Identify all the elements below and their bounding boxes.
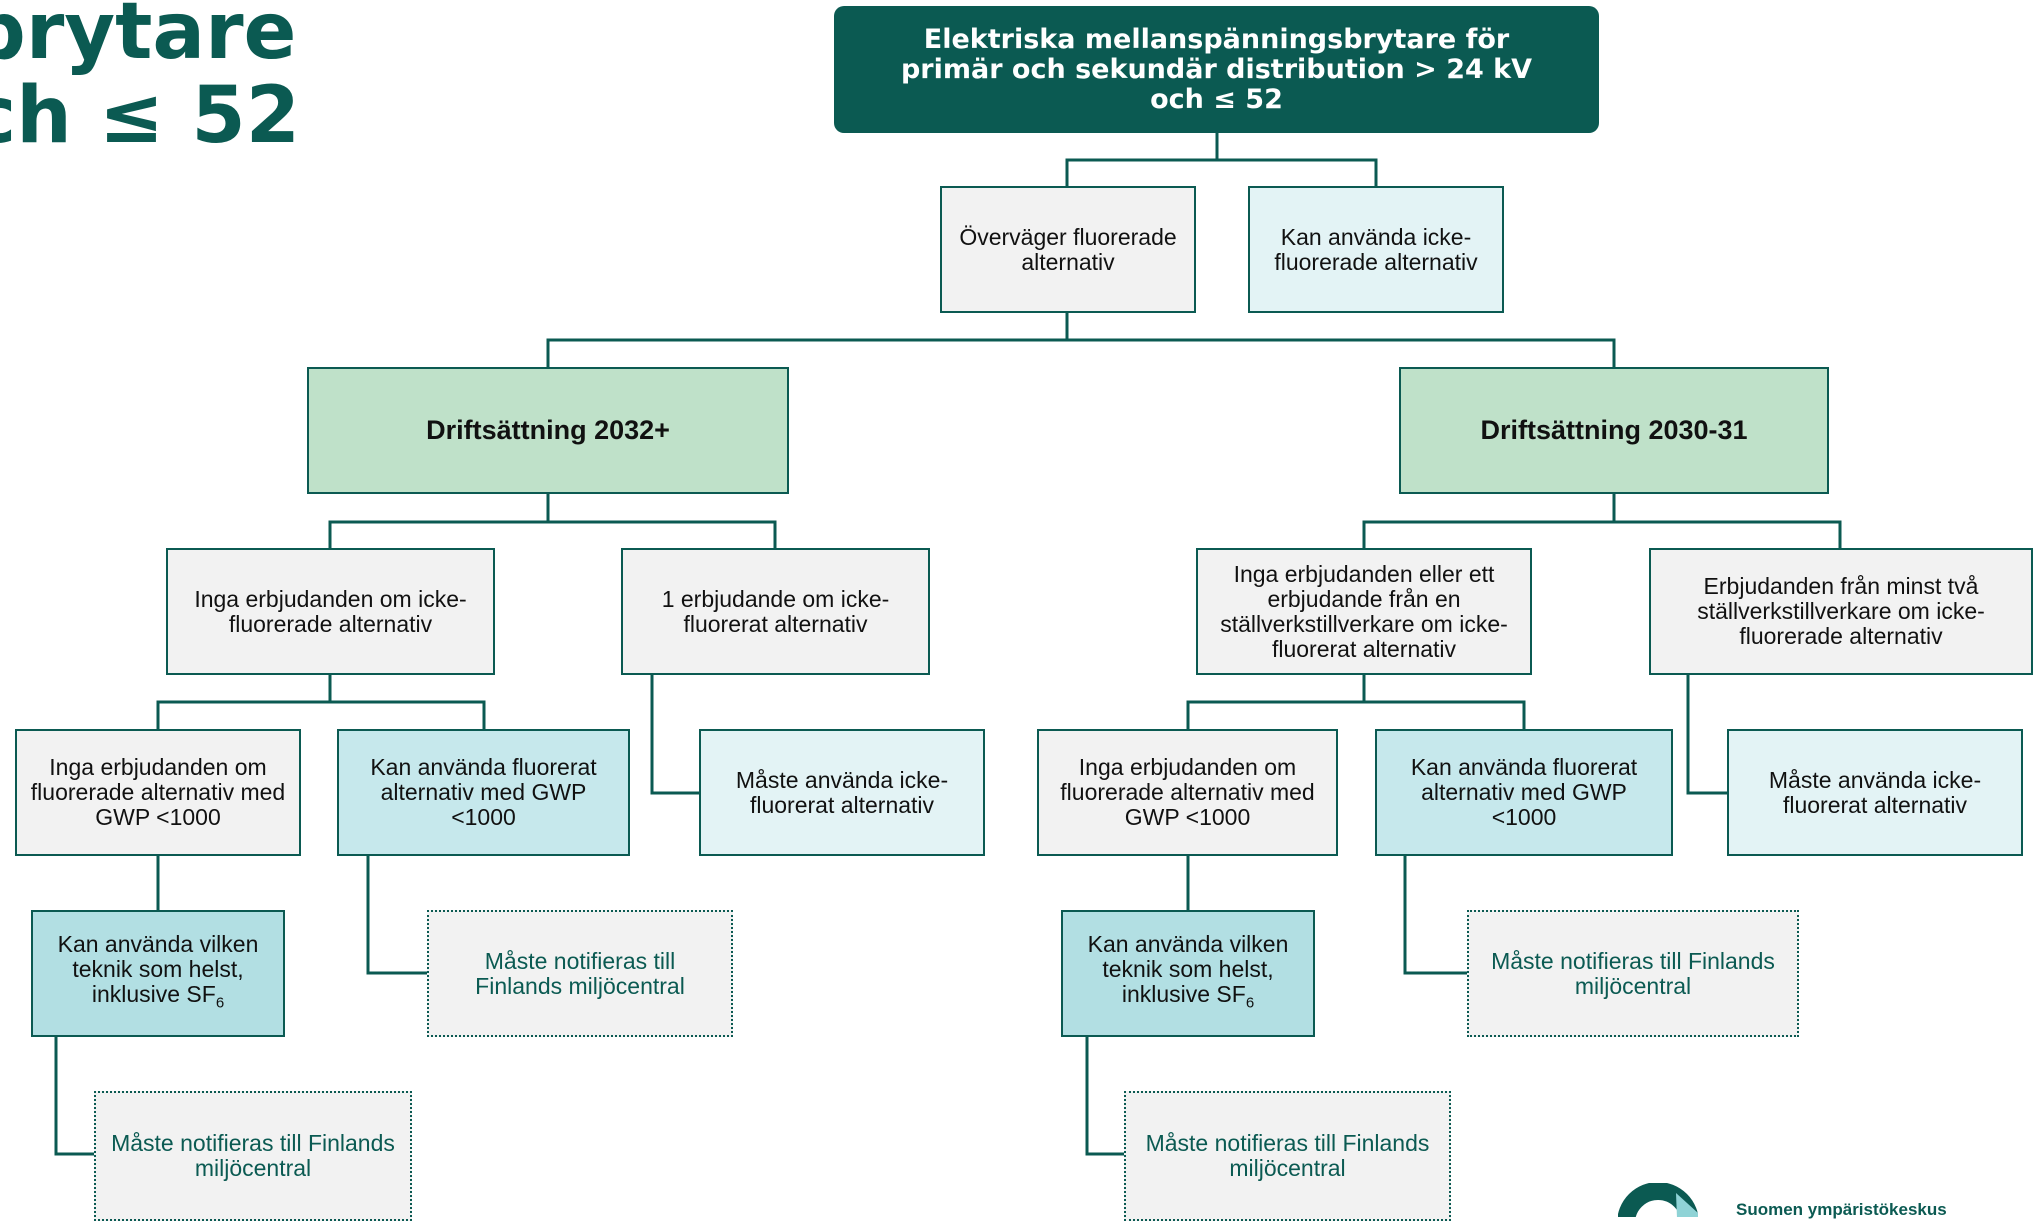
any-technology-node-left: Kan använda vilken teknik som helst, ink… bbox=[31, 910, 285, 1037]
notify-node-right-2: Måste notifieras till Finlands miljöcent… bbox=[1467, 910, 1799, 1037]
no-offers-node: Inga erbjudanden om icke-fluorerade alte… bbox=[166, 548, 495, 675]
no-gwp-offers-node-left: Inga erbjudanden om fluorerade alternati… bbox=[15, 729, 301, 856]
no-offers-label: Inga erbjudanden om icke-fluorerade alte… bbox=[194, 585, 467, 637]
no-or-one-offer-label: Inga erbjudanden eller ett erbjudande fr… bbox=[1220, 560, 1508, 662]
any-technology-text-left: Kan använda vilken teknik som helst, ink… bbox=[57, 930, 259, 1007]
notify-node-left-1: Måste notifieras till Finlands miljöcent… bbox=[94, 1091, 412, 1221]
no-gwp-offers-label-right: Inga erbjudanden om fluorerade alternati… bbox=[1060, 754, 1315, 830]
title-line-1: brytare bbox=[0, 0, 297, 77]
organization-logo-text: Suomen ympäristökeskus bbox=[1736, 1200, 1947, 1219]
commissioning-2030-label: Driftsättning 2030-31 bbox=[1480, 415, 1748, 445]
one-offer-node: 1 erbjudande om icke-fluorerat alternati… bbox=[621, 548, 930, 675]
two-offers-node: Erbjudanden från minst två ställverkstil… bbox=[1649, 548, 2033, 675]
notify-node-left-2: Måste notifieras till Finlands miljöcent… bbox=[427, 910, 733, 1037]
must-use-nonfluor-node-left: Måste använda icke-fluorerat alternativ bbox=[699, 729, 985, 856]
syke-logo-icon bbox=[1618, 1183, 1698, 1217]
root-label: Elektriska mellanspänningsbrytare för pr… bbox=[900, 23, 1533, 115]
two-offers-label: Erbjudanden från minst två ställverkstil… bbox=[1697, 573, 1985, 649]
commissioning-2032-label: Driftsättning 2032+ bbox=[426, 415, 670, 445]
any-technology-label-right: Kan använda vilken teknik som helst, ink… bbox=[1073, 930, 1303, 1016]
must-use-nonfluor-node-right: Måste använda icke-fluorerat alternativ bbox=[1727, 729, 2023, 856]
connector bbox=[1065, 132, 1378, 186]
can-use-gwp-label-left: Kan använda fluorerat alternativ med GWP… bbox=[370, 754, 597, 830]
notify-label-right-2: Måste notifieras till Finlands miljöcent… bbox=[1491, 947, 1775, 999]
connector bbox=[650, 675, 699, 795]
connector bbox=[54, 1037, 94, 1156]
connector bbox=[1362, 494, 1842, 548]
connector bbox=[366, 856, 427, 975]
connector bbox=[328, 494, 777, 548]
notify-label-left-1: Måste notifieras till Finlands miljöcent… bbox=[111, 1130, 395, 1181]
connector bbox=[1085, 1037, 1124, 1156]
root-node: Elektriska mellanspänningsbrytare för pr… bbox=[834, 6, 1599, 133]
any-technology-label-left: Kan använda vilken teknik som helst, ink… bbox=[43, 930, 273, 1016]
consider-fluorinated-node: Överväger fluorerade alternativ bbox=[940, 186, 1196, 313]
commissioning-2030-node: Driftsättning 2030-31 bbox=[1399, 367, 1829, 494]
connector bbox=[1403, 856, 1467, 975]
connector bbox=[546, 313, 1616, 367]
title-line-2: ch ≤ 52 bbox=[0, 71, 300, 161]
no-or-one-offer-node: Inga erbjudanden eller ett erbjudande fr… bbox=[1196, 548, 1532, 675]
slide-title-fragment: brytare ch ≤ 52 bbox=[0, 0, 300, 161]
commissioning-2032-node: Driftsättning 2032+ bbox=[307, 367, 789, 494]
must-use-nonfluor-label-left: Måste använda icke-fluorerat alternativ bbox=[735, 766, 949, 818]
sf6-subscript-left: 6 bbox=[215, 994, 225, 1012]
one-offer-label: 1 erbjudande om icke-fluorerat alternati… bbox=[661, 585, 890, 637]
any-technology-text-right: Kan använda vilken teknik som helst, ink… bbox=[1087, 930, 1289, 1007]
notify-node-right-1: Måste notifieras till Finlands miljöcent… bbox=[1124, 1091, 1451, 1221]
can-use-gwp-label-right: Kan använda fluorerat alternativ med GWP… bbox=[1410, 754, 1638, 830]
connector bbox=[1686, 675, 1727, 795]
use-nonfluorinated-label: Kan använda icke-fluorerade alternativ bbox=[1274, 223, 1478, 275]
any-technology-node-right: Kan använda vilken teknik som helst, ink… bbox=[1061, 910, 1315, 1037]
notify-label-left-2: Måste notifieras till Finlands miljöcent… bbox=[475, 947, 685, 999]
no-gwp-offers-node-right: Inga erbjudanden om fluorerade alternati… bbox=[1037, 729, 1338, 856]
connector bbox=[156, 675, 486, 729]
sf6-subscript-right: 6 bbox=[1245, 994, 1255, 1012]
connector bbox=[1186, 675, 1526, 729]
must-use-nonfluor-label-right: Måste använda icke-fluorerat alternativ bbox=[1768, 766, 1982, 818]
can-use-gwp-node-right: Kan använda fluorerat alternativ med GWP… bbox=[1375, 729, 1673, 856]
consider-fluorinated-label: Överväger fluorerade alternativ bbox=[959, 223, 1177, 275]
notify-label-right-1: Måste notifieras till Finlands miljöcent… bbox=[1145, 1130, 1430, 1181]
no-gwp-offers-label-left: Inga erbjudanden om fluorerade alternati… bbox=[30, 754, 286, 830]
use-nonfluorinated-node: Kan använda icke-fluorerade alternativ bbox=[1248, 186, 1504, 313]
can-use-gwp-node-left: Kan använda fluorerat alternativ med GWP… bbox=[337, 729, 630, 856]
